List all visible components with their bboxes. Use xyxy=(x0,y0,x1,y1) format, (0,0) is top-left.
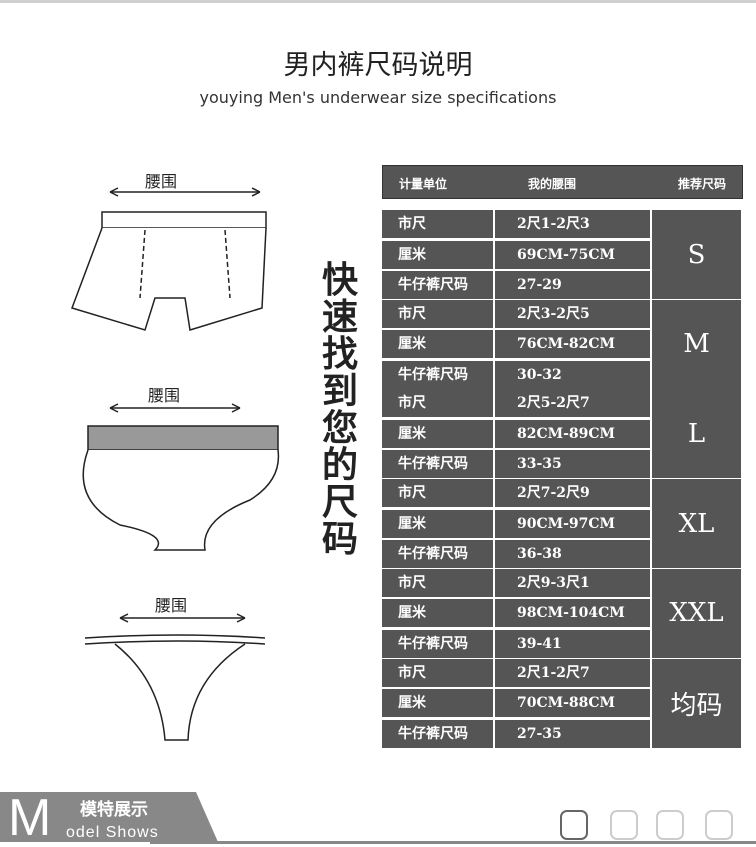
waist-cell: 27-29 xyxy=(495,271,650,299)
unit-cell: 市尺 xyxy=(382,299,493,328)
waist-cell: 2尺9-3尺1 xyxy=(495,568,650,597)
banner-letter: M xyxy=(8,789,52,847)
size-cell: S xyxy=(652,210,741,299)
model-thumb-1[interactable] xyxy=(560,810,588,840)
unit-cell: 厘米 xyxy=(382,419,493,448)
unit-cell: 牛仔裤尺码 xyxy=(382,450,493,479)
unit-cell: 牛仔裤尺码 xyxy=(382,360,493,389)
header-size: 推荐尺码 xyxy=(678,177,727,191)
waist-cell: 70CM-88CM xyxy=(495,689,650,717)
banner-en: odel Shows xyxy=(66,824,159,841)
waist-cell: 76CM-82CM xyxy=(495,330,650,359)
waist-cell: 2尺1-2尺3 xyxy=(495,210,650,238)
waist-cell: 2尺1-2尺7 xyxy=(495,658,650,687)
unit-cell: 市尺 xyxy=(382,658,493,687)
unit-cell: 厘米 xyxy=(382,689,493,717)
find-your-size-vertical-text: 快速找到您的尺码 xyxy=(321,259,358,560)
size-cell: XL xyxy=(652,479,741,569)
page-subtitle: youying Men's underwear size specificati… xyxy=(199,88,557,107)
page-title: 男内裤尺码说明 xyxy=(283,50,473,81)
waist-cell: 90CM-97CM xyxy=(495,509,650,538)
waist-cell: 2尺3-2尺5 xyxy=(495,299,650,328)
waist-cell: 2尺7-2尺9 xyxy=(495,479,650,508)
unit-cell: 厘米 xyxy=(382,509,493,538)
waist-cell: 39-41 xyxy=(495,629,650,658)
unit-cell: 牛仔裤尺码 xyxy=(382,271,493,299)
size-cell: L xyxy=(652,389,741,479)
header-unit: 计量单位 xyxy=(399,177,448,191)
unit-cell: 牛仔裤尺码 xyxy=(382,629,493,658)
unit-cell: 厘米 xyxy=(382,330,493,359)
waist-cell: 98CM-104CM xyxy=(495,599,650,628)
banner-cn: 模特展示 xyxy=(80,800,148,820)
unit-cell: 市尺 xyxy=(382,210,493,238)
model-shows-banner: M 模特展示 odel Shows xyxy=(0,792,220,844)
unit-cell: 市尺 xyxy=(382,568,493,597)
unit-cell: 市尺 xyxy=(382,389,493,418)
waist-label-brief: 腰围 xyxy=(148,386,181,405)
size-cell: XXL xyxy=(652,568,741,658)
waist-label-boxer: 腰围 xyxy=(145,172,178,191)
waist-label-thong: 腰围 xyxy=(155,596,188,615)
model-thumb-3[interactable] xyxy=(656,810,684,840)
unit-cell: 牛仔裤尺码 xyxy=(382,719,493,748)
waist-cell: 2尺5-2尺7 xyxy=(495,389,650,418)
underwear-illustrations xyxy=(71,187,280,741)
size-cell: M xyxy=(652,299,741,389)
unit-cell: 牛仔裤尺码 xyxy=(382,540,493,569)
header-waist: 我的腰围 xyxy=(528,177,577,191)
waist-cell: 30-32 xyxy=(495,360,650,389)
waist-cell: 36-38 xyxy=(495,540,650,569)
waist-cell: 82CM-89CM xyxy=(495,419,650,448)
banner-underline xyxy=(150,841,756,844)
waist-cell: 69CM-75CM xyxy=(495,240,650,269)
unit-cell: 厘米 xyxy=(382,599,493,628)
size-cell: 均码 xyxy=(652,658,741,748)
top-divider xyxy=(0,0,756,3)
waist-cell: 27-35 xyxy=(495,719,650,748)
table-header: 计量单位 我的腰围 推荐尺码 xyxy=(382,165,743,199)
unit-cell: 厘米 xyxy=(382,240,493,269)
unit-cell: 市尺 xyxy=(382,479,493,508)
waist-cell: 33-35 xyxy=(495,450,650,479)
model-thumb-4[interactable] xyxy=(705,810,733,840)
model-thumb-2[interactable] xyxy=(610,810,638,840)
